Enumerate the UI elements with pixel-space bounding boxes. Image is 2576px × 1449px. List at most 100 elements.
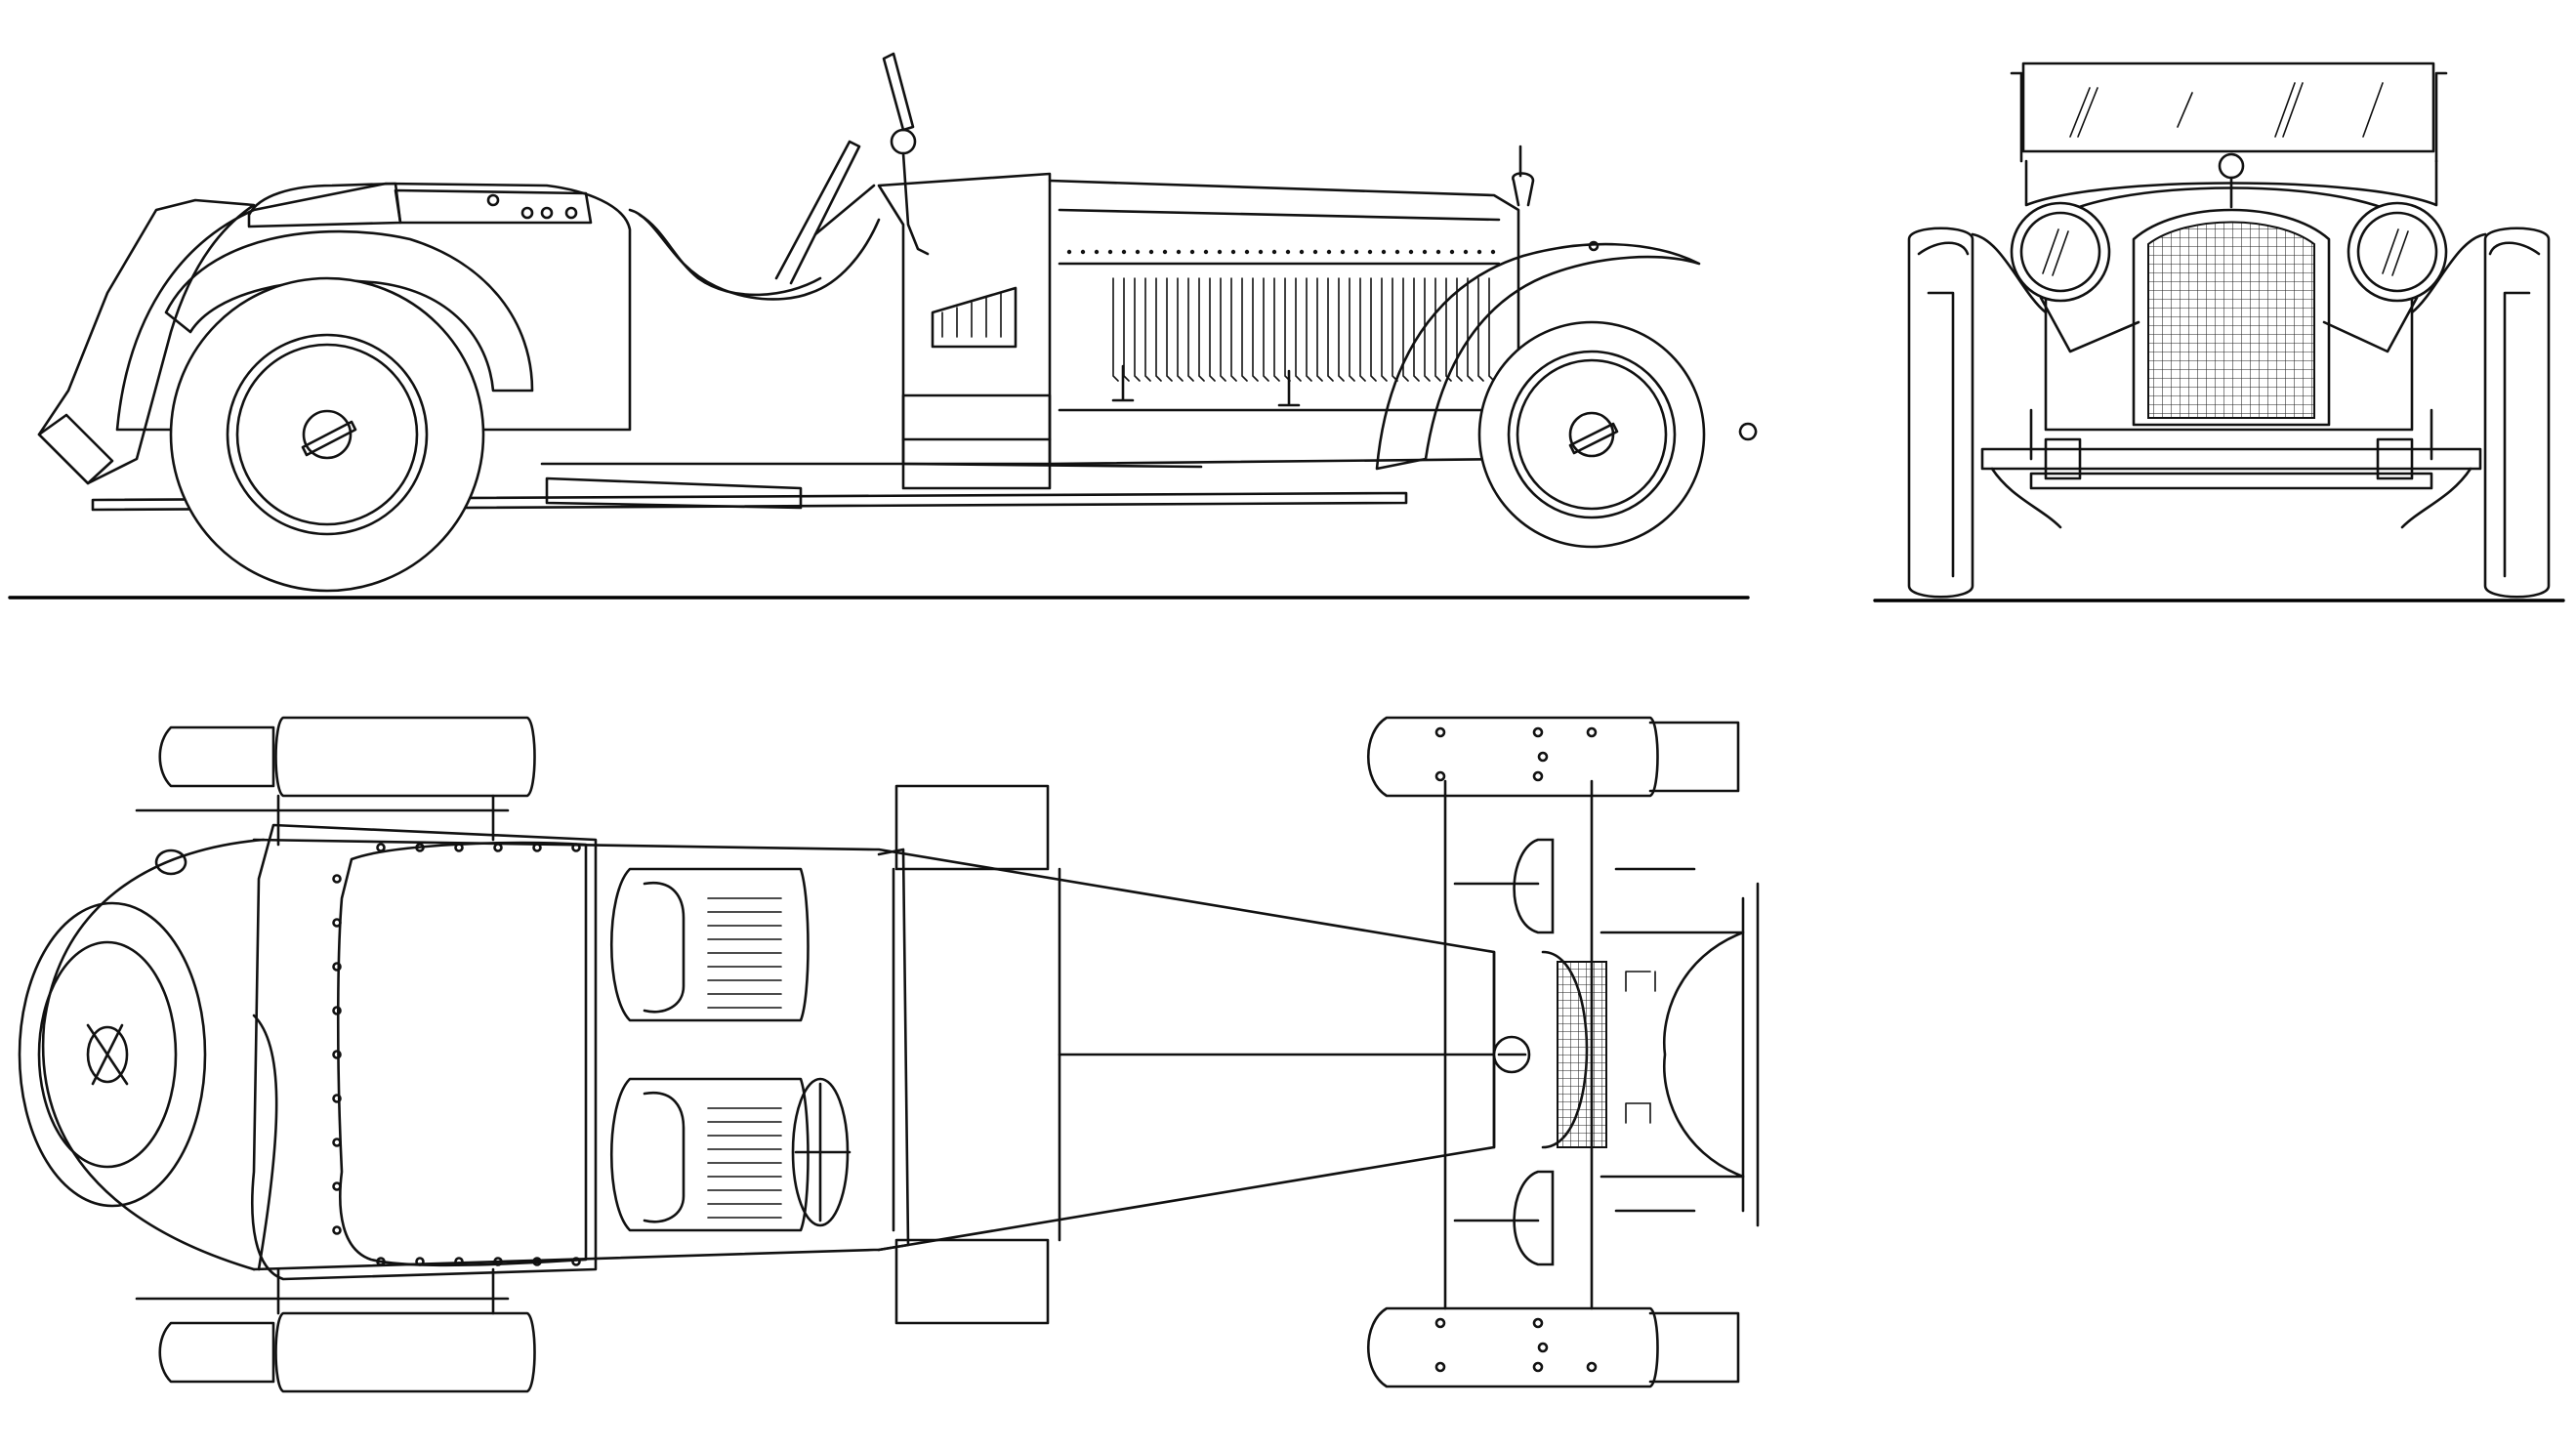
louvre-slat [1402, 277, 1409, 382]
stud [454, 1257, 464, 1266]
side-cockpit-inner [638, 213, 822, 297]
louvre-slat [1220, 277, 1226, 382]
fender-bolt [1586, 1361, 1598, 1373]
louvre-slat [1241, 277, 1248, 382]
rivet [1189, 249, 1195, 255]
louvre-slat [1166, 277, 1173, 382]
louvre-slat [1434, 277, 1441, 382]
side-fastener [564, 206, 578, 220]
stud [332, 962, 342, 972]
louvre-slat [1456, 277, 1463, 382]
fender-bolt [1532, 1317, 1544, 1329]
side-fastener [486, 193, 500, 207]
top-rear-axle-stays [135, 808, 510, 1301]
louvre-slat [1327, 277, 1334, 382]
louvre-slat [1112, 277, 1119, 382]
stud [332, 1181, 342, 1191]
top-fuel-cap [154, 849, 187, 876]
rivet [1422, 249, 1428, 255]
front-steering-arms [1990, 467, 2472, 529]
fender-bolt [1537, 751, 1549, 763]
louvre-slat [1306, 277, 1312, 382]
front-axle-beam [1980, 447, 2482, 471]
front-radiator-cap [2218, 152, 2245, 180]
rivet [1176, 249, 1182, 255]
rivet [1299, 249, 1305, 255]
rivet [1449, 249, 1455, 255]
top-tonneau-studs [332, 843, 581, 1266]
stud [332, 874, 342, 884]
top-headlamp-lower [1513, 1170, 1555, 1266]
top-seat-driver [609, 1077, 810, 1232]
front-cycle-wings [1971, 232, 2487, 314]
louvre-slat [1155, 277, 1162, 382]
front-dumb-iron-right [2376, 437, 2414, 480]
top-spare-wheel [18, 901, 207, 1208]
stud [332, 1006, 342, 1015]
louvre-slat [1370, 277, 1377, 382]
louvre-slat [1209, 277, 1216, 382]
rivet [1121, 249, 1127, 255]
side-bonnet-clips [1111, 364, 1301, 407]
louvre-slat [1198, 277, 1205, 382]
rivet [1353, 249, 1359, 255]
louvre-slat [1177, 277, 1184, 382]
side-scuttle-vent [931, 286, 1018, 349]
louvre-slat [1338, 277, 1345, 382]
side-bonnet [1048, 179, 1520, 466]
rivet [1135, 249, 1141, 255]
louvre-slat [1134, 277, 1141, 382]
rivet [1408, 249, 1414, 255]
rivet [1230, 249, 1236, 255]
stud [454, 843, 464, 852]
top-lamp-bars [1453, 882, 1540, 1222]
stud [332, 918, 342, 928]
louvre-slat [1230, 277, 1237, 382]
side-bonnet-louvres [1112, 277, 1495, 382]
top-cowl-seam [252, 1014, 278, 1271]
side-front-wheel [1477, 320, 1706, 549]
side-vent-slats [941, 292, 1002, 338]
louvre-slat [1187, 277, 1194, 382]
stud [332, 1094, 342, 1103]
rivet [1148, 249, 1154, 255]
fender-bolt [1434, 1361, 1446, 1373]
rivet [1080, 249, 1086, 255]
stud [415, 1257, 425, 1266]
fender-bolt [1532, 770, 1544, 782]
top-apron-marks [1625, 971, 1656, 1124]
side-tail-cowl [37, 198, 256, 485]
fender-bolt [1434, 770, 1446, 782]
side-fastener [540, 206, 554, 220]
side-scuttle [877, 172, 1052, 466]
side-bonnet-seam [1058, 208, 1501, 222]
rivet [1107, 249, 1113, 255]
louvre-slat [1144, 277, 1151, 382]
fender-bolt [1532, 726, 1544, 738]
rivet [1066, 249, 1072, 255]
stud [532, 843, 542, 852]
louvre-slat [1295, 277, 1302, 382]
top-step-upper [894, 784, 1050, 871]
front-wheel-right [2483, 227, 2551, 599]
stud [332, 1138, 342, 1147]
louvre-slat [1123, 277, 1130, 382]
rivet [1203, 249, 1209, 255]
stud [571, 843, 581, 852]
top-rear-stays [276, 794, 495, 1315]
louvre-slat [1273, 277, 1280, 382]
louvre-slat [1359, 277, 1366, 382]
top-seat-passenger [609, 867, 810, 1022]
fender-bolt [1434, 726, 1446, 738]
rivet [1271, 249, 1277, 255]
top-scuttle [877, 848, 910, 1252]
stud [493, 843, 503, 852]
side-bonnet-rivets [1066, 249, 1496, 255]
side-rear-body [115, 182, 632, 432]
top-radiator-core [1557, 961, 1607, 1148]
louvre-slat [1263, 277, 1269, 382]
stud [415, 843, 425, 852]
rivet [1435, 249, 1441, 255]
